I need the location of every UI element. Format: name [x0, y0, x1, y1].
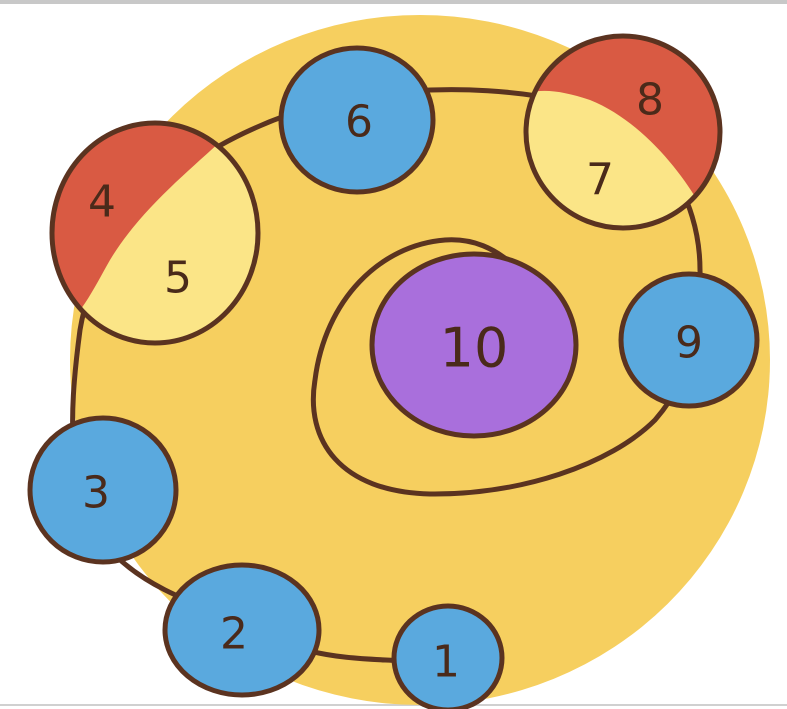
node-7-8-split-circle	[523, 33, 723, 231]
node-5-label: 5	[164, 253, 192, 304]
node-4-5-split-circle	[49, 120, 261, 346]
node-8-label: 8	[636, 75, 664, 126]
node-2-label: 2	[220, 609, 248, 660]
node-1-label: 1	[432, 637, 460, 688]
node-2-circle	[162, 562, 322, 698]
node-3-label: 3	[82, 468, 110, 519]
node-3-circle	[27, 415, 179, 565]
node-8-region	[526, 36, 720, 220]
bottom-rule	[0, 704, 787, 706]
node-4-label: 4	[88, 177, 116, 228]
node-6-label: 6	[345, 97, 373, 148]
node-10-circle	[369, 251, 579, 439]
node-6-circle	[278, 45, 436, 195]
node-9-label: 9	[675, 318, 703, 369]
node-10-label: 10	[440, 317, 509, 380]
node-7-label: 7	[586, 155, 614, 206]
node-1-circle	[391, 603, 505, 709]
node-4-region	[52, 123, 240, 340]
top-rule	[0, 0, 787, 4]
node-9-circle	[618, 271, 760, 409]
